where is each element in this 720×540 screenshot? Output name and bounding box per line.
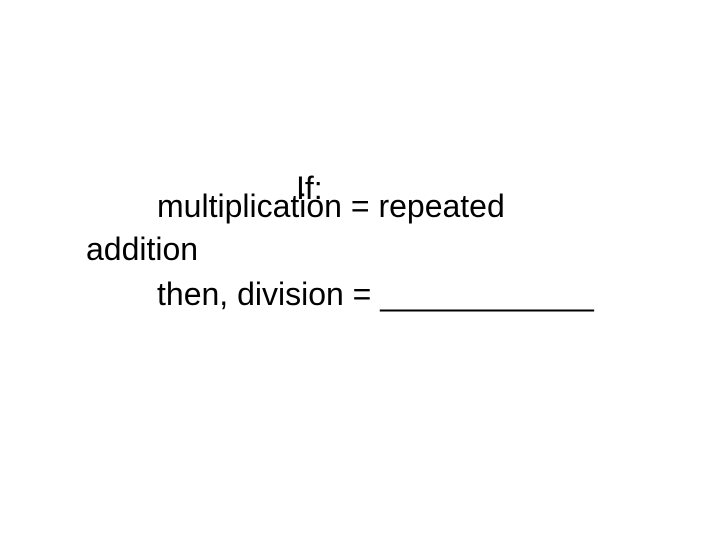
multiplication-statement: multiplication = repeated bbox=[157, 188, 505, 224]
division-question: then, division = ____________ bbox=[157, 276, 594, 312]
if-label: If: bbox=[296, 170, 323, 206]
addition-word: addition bbox=[86, 231, 199, 267]
